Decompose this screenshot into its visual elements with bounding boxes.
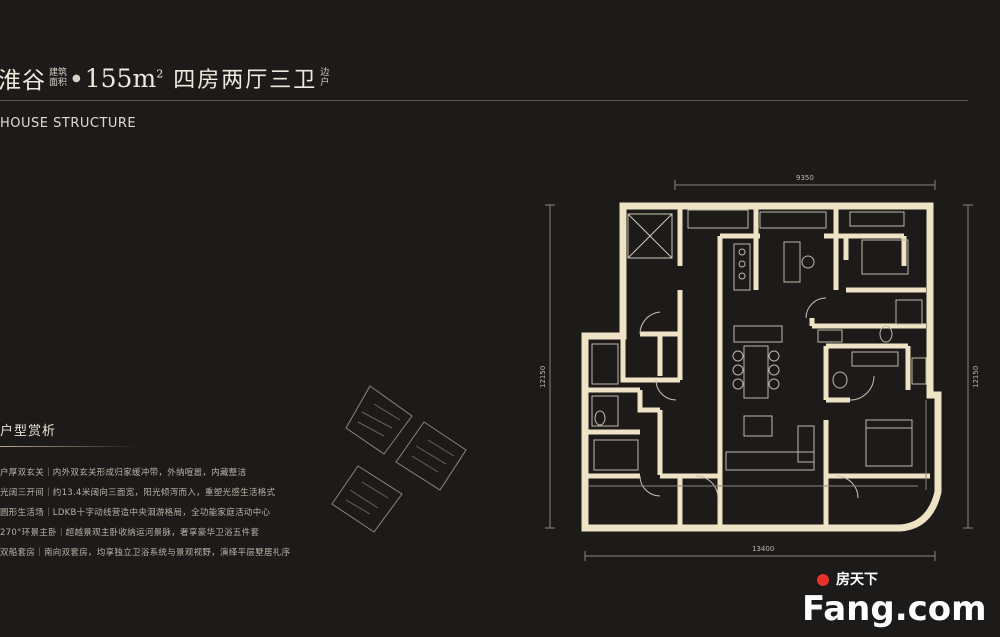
list-item: 光阔三开间｜约13.4米阔向三面宽，阳光倾泻而入，重塑光感生活格式 <box>0 488 276 498</box>
dimension-right: 12150 <box>972 366 980 388</box>
thumbnail-plan-3 <box>331 465 403 533</box>
area-value: 155m2 <box>84 63 164 93</box>
door-swings <box>639 297 875 499</box>
thumbnail-plan-1 <box>345 385 413 455</box>
windows <box>588 400 927 490</box>
thumbnail-plan-2 <box>395 421 467 491</box>
list-item: 双船套房｜南向双套房，均享独立卫浴系统与景观视野，演绎平层墅居礼序 <box>0 548 291 558</box>
dimension-left: 12150 <box>539 366 547 388</box>
list-item: 圆形生活场｜LDKB十字动线营造中央洄游格局，全功能家庭活动中心 <box>0 508 271 518</box>
interior-walls <box>585 206 930 528</box>
list-item: 270°环景主卧｜超越景观主卧收纳运河景脉，奢享豪华卫浴五件套 <box>0 528 260 538</box>
bullet-dot-icon: ● <box>72 72 81 84</box>
furniture <box>591 209 927 471</box>
svg-text:房天下: 房天下 <box>836 571 878 588</box>
area-label: 建筑 面积 <box>49 68 68 88</box>
dimension-top: 9350 <box>796 174 814 182</box>
project-name: 淮谷 <box>0 68 46 94</box>
logo-mark-icon <box>817 574 829 586</box>
list-item: 户厚双玄关｜内外双玄关形成归家缓冲带，外纳喧嚣，内藏整洁 <box>0 468 247 478</box>
subtitle: HOUSE STRUCTURE <box>0 116 137 131</box>
svg-text:Fang.com: Fang.com <box>802 589 987 628</box>
layout-type: 四房两厅三卫 <box>173 68 318 93</box>
elevator-icon <box>627 213 673 259</box>
layout-suffix: 边 户 <box>320 68 330 88</box>
page-title: 淮谷 建筑 面积 ● 155m2 四房两厅三卫 边 户 <box>0 60 332 96</box>
analysis-list: 户厚双玄关｜内外双玄关形成归家缓冲带，外纳喧嚣，内藏整洁 光阔三开间｜约13.4… <box>0 466 290 566</box>
mini-plan-thumbnails <box>331 385 467 533</box>
exterior-walls <box>581 202 942 532</box>
dimension-bottom: 13400 <box>752 545 774 553</box>
analysis-divider <box>0 446 140 447</box>
analysis-heading: 户型赏析 <box>0 424 57 439</box>
header-divider <box>0 100 968 101</box>
fang-logo-watermark: 房天下 Fang.com <box>802 571 987 628</box>
